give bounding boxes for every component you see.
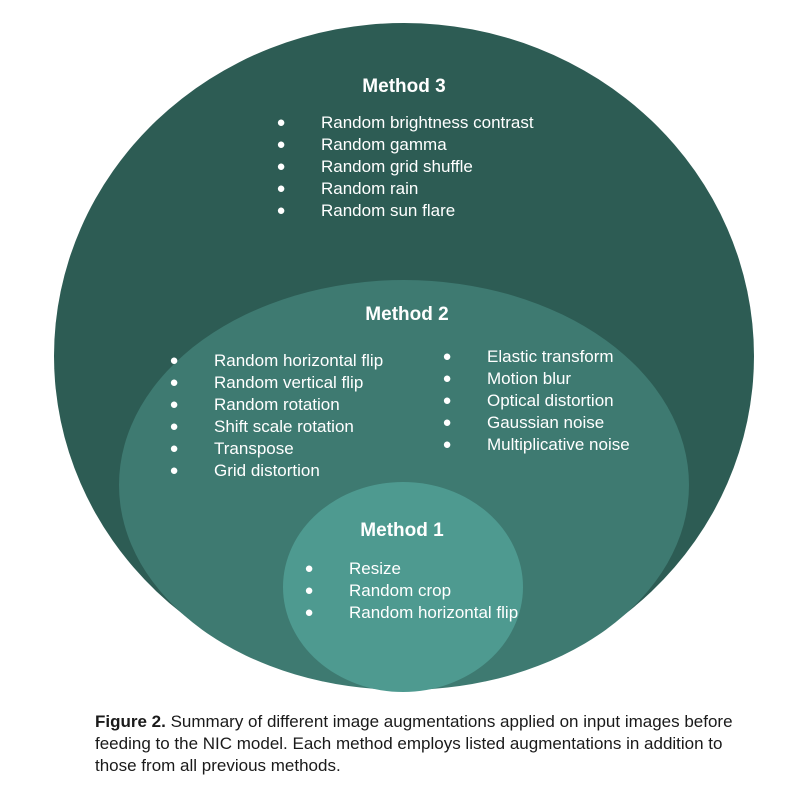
method-2-item: ● Random horizontal flip — [167, 350, 383, 372]
bullet-icon: ● — [442, 414, 452, 431]
bullet-icon: ● — [169, 462, 179, 479]
method-1-circle — [283, 482, 523, 692]
method-2-item-label: Optical distortion — [487, 391, 614, 410]
bullet-icon: ● — [276, 136, 286, 153]
method-1-item-label: Random crop — [349, 581, 452, 600]
bullet-icon: ● — [169, 440, 179, 457]
figure-caption: Figure 2. Summary of different image aug… — [95, 711, 765, 777]
method-2-item-label: Random rotation — [214, 395, 340, 414]
method-1-list: ● Resize ● Random crop ● Random horizontal fl… — [302, 558, 522, 624]
method-2-list-right: ● Elastic transform ● Motion blur ● Optical d… — [440, 346, 630, 456]
method-1-item-label: Resize — [349, 559, 401, 578]
bullet-icon: ● — [169, 396, 179, 413]
figure-caption-text: Summary of different image augmentations… — [95, 712, 733, 775]
method-2-item-label: Multiplicative noise — [487, 435, 630, 454]
method-2-item-label: Gaussian noise — [487, 413, 605, 432]
method-3-item-label: Random sun flare — [321, 201, 456, 220]
method-2-item: ● Random vertical flip — [167, 372, 383, 394]
nested-method-diagram — [54, 23, 754, 692]
method-2-item: ● Transpose — [167, 438, 383, 460]
method-1-item: ● Resize — [302, 558, 522, 580]
method-3-item: ● Random gamma — [274, 134, 534, 156]
method-3-item: ● Random sun flare — [274, 200, 534, 222]
method-1-item: ● Random horizontal flip — [302, 602, 522, 624]
method-3-item-label: Random brightness contrast — [321, 113, 534, 132]
method-2-item: ● Motion blur — [440, 368, 630, 390]
bullet-icon: ● — [276, 202, 286, 219]
method-1-item: ● Random crop — [302, 580, 522, 602]
method-3-list: ● Random brightness contrast ● Random gamma… — [274, 112, 534, 222]
method-2-item-label: Motion blur — [487, 369, 572, 388]
bullet-icon: ● — [442, 436, 452, 453]
bullet-icon: ● — [304, 604, 314, 621]
method-2-item: ● Grid distortion — [167, 460, 383, 482]
method-2-item: ● Shift scale rotation — [167, 416, 383, 438]
method-3-title: Method 3 — [362, 76, 446, 97]
method-2-item-label: Random horizontal flip — [214, 351, 384, 370]
method-2-item-label: Shift scale rotation — [214, 417, 354, 436]
figure-caption-label: Figure 2. — [95, 712, 166, 731]
method-1-item-label: Random horizontal flip — [349, 603, 519, 622]
bullet-icon: ● — [169, 418, 179, 435]
bullet-icon: ● — [276, 158, 286, 175]
bullet-icon: ● — [276, 180, 286, 197]
bullet-icon: ● — [169, 352, 179, 369]
method-2-item-label: Transpose — [214, 439, 294, 458]
method-3-item-label: Random grid shuffle — [321, 157, 473, 176]
method-1-title: Method 1 — [360, 520, 444, 541]
method-3-item-label: Random rain — [321, 179, 419, 198]
bullet-icon: ● — [276, 114, 286, 131]
method-3-item-label: Random gamma — [321, 135, 447, 154]
method-2-item-label: Random vertical flip — [214, 373, 364, 392]
method-2-title: Method 2 — [365, 304, 449, 325]
method-3-item: ● Random brightness contrast — [274, 112, 534, 134]
bullet-icon: ● — [442, 370, 452, 387]
method-2-item: ● Multiplicative noise — [440, 434, 630, 456]
method-2-item: ● Gaussian noise — [440, 412, 630, 434]
method-2-item-label: Elastic transform — [487, 347, 614, 366]
bullet-icon: ● — [304, 582, 314, 599]
method-2-item: ● Random rotation — [167, 394, 383, 416]
method-2-item: ● Optical distortion — [440, 390, 630, 412]
bullet-icon: ● — [442, 392, 452, 409]
method-2-list-left: ● Random horizontal flip ● Random vertical … — [167, 350, 383, 482]
method-3-item: ● Random grid shuffle — [274, 156, 534, 178]
bullet-icon: ● — [169, 374, 179, 391]
method-2-item: ● Elastic transform — [440, 346, 630, 368]
method-2-item-label: Grid distortion — [214, 461, 320, 480]
bullet-icon: ● — [304, 560, 314, 577]
method-3-item: ● Random rain — [274, 178, 534, 200]
bullet-icon: ● — [442, 348, 452, 365]
